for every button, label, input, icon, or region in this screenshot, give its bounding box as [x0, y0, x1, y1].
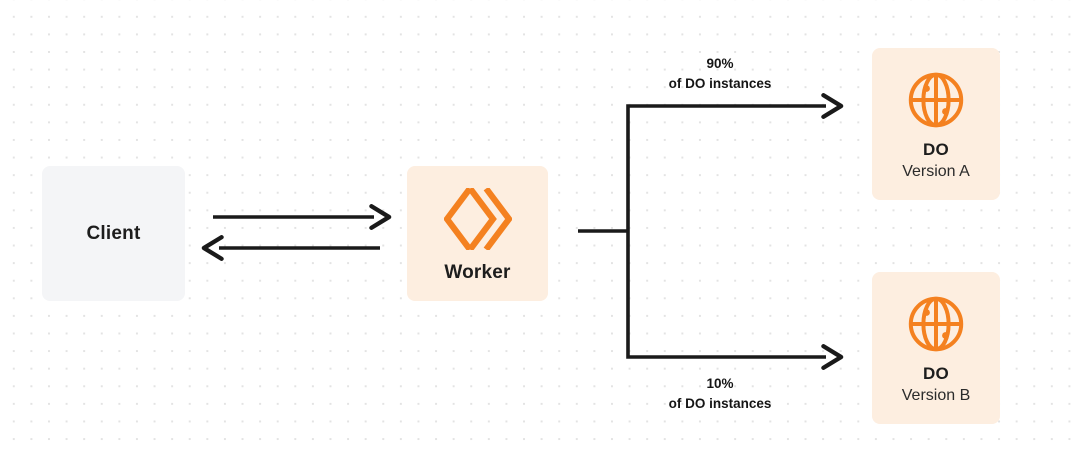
node-do-version-a[interactable]: DO Version A — [872, 48, 1000, 200]
node-worker[interactable]: Worker — [407, 166, 548, 301]
node-do-version-b[interactable]: DO Version B — [872, 272, 1000, 424]
edge-label-do-b-caption: of DO instances — [668, 395, 772, 411]
edge-worker-to-do-b — [626, 231, 844, 370]
node-client-label: Client — [86, 222, 141, 244]
workers-chevron-icon — [442, 186, 513, 251]
node-client[interactable]: Client — [42, 166, 185, 301]
globe-icon — [907, 71, 965, 129]
globe-icon — [907, 295, 965, 353]
edge-label-do-b: 10% of DO instances — [592, 374, 848, 413]
edge-label-do-b-percent: 10% — [706, 376, 734, 391]
edge-label-do-a-caption: of DO instances — [668, 75, 772, 91]
edge-label-do-a-percent: 90% — [706, 56, 734, 71]
edge-label-do-a: 90% of DO instances — [592, 54, 848, 93]
node-worker-label: Worker — [444, 261, 511, 283]
node-do-b-title: DO — [923, 363, 949, 383]
node-do-a-subtitle: Version A — [902, 163, 970, 181]
node-do-b-subtitle: Version B — [901, 387, 971, 405]
node-do-a-title: DO — [923, 139, 949, 159]
edge-worker-to-do-a — [626, 93, 844, 231]
